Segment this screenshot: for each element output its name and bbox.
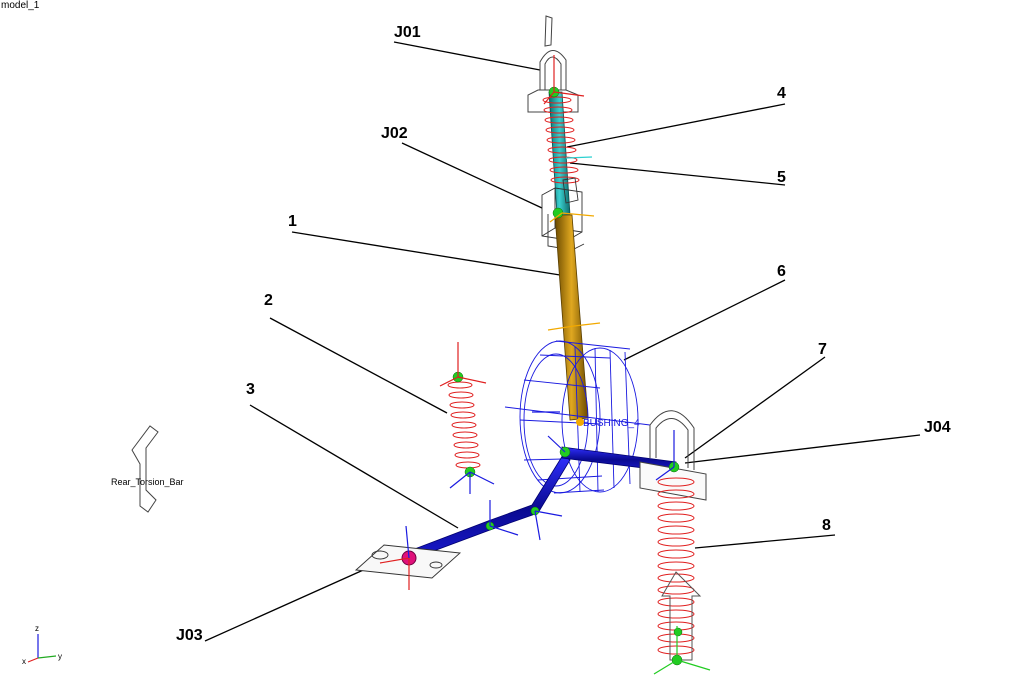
marker-triads (379, 55, 711, 675)
callout-1: 1 (288, 213, 297, 230)
leader-3 (249, 404, 459, 529)
spring-2[interactable] (447, 381, 481, 469)
callout-j03: J03 (176, 627, 203, 644)
leader-6 (623, 279, 786, 361)
upper-spring-coils (542, 96, 580, 184)
leader-j04 (684, 434, 921, 464)
spring-8[interactable] (657, 477, 695, 655)
strut-upper[interactable] (548, 91, 571, 216)
callout-j01: J01 (394, 24, 421, 41)
callout-4: 4 (777, 85, 786, 102)
strut-lower[interactable] (554, 214, 589, 421)
callout-labels: J01 J02 1 2 3 4 5 6 7 8 J04 J03 (176, 24, 951, 644)
callout-6: 6 (777, 263, 786, 280)
leader-5 (569, 162, 786, 186)
leader-j03 (204, 566, 371, 642)
leader-j02 (401, 142, 543, 209)
bushing-label: BUSHING_4 (583, 418, 640, 429)
axis-label-y: y (58, 652, 62, 661)
leader-lines (204, 41, 921, 642)
j04-mount-icon[interactable] (639, 410, 707, 501)
leader-1 (291, 231, 561, 276)
callout-8: 8 (822, 517, 831, 534)
leader-8 (694, 534, 836, 549)
bushing-marker (576, 418, 584, 426)
torsion-bar-icon[interactable] (131, 425, 159, 513)
callout-7: 7 (818, 341, 827, 358)
leader-7 (684, 356, 826, 459)
global-axis-triad: z y x (22, 624, 62, 666)
callout-3: 3 (246, 381, 255, 398)
leader-4 (566, 103, 786, 148)
callout-j02: J02 (381, 125, 408, 142)
axis-label-x: x (22, 657, 26, 666)
callout-j04: J04 (924, 419, 951, 436)
leader-2 (269, 317, 448, 414)
torsion-bar-label: Rear_Torsion_Bar (111, 477, 184, 487)
leader-j01 (393, 41, 541, 71)
callout-2: 2 (264, 292, 273, 309)
model-name-label: model_1 (1, 0, 40, 11)
axis-label-z: z (35, 624, 39, 633)
callout-5: 5 (777, 169, 786, 186)
wheel-wireframe[interactable] (504, 340, 651, 494)
lower-arm[interactable] (403, 454, 571, 563)
